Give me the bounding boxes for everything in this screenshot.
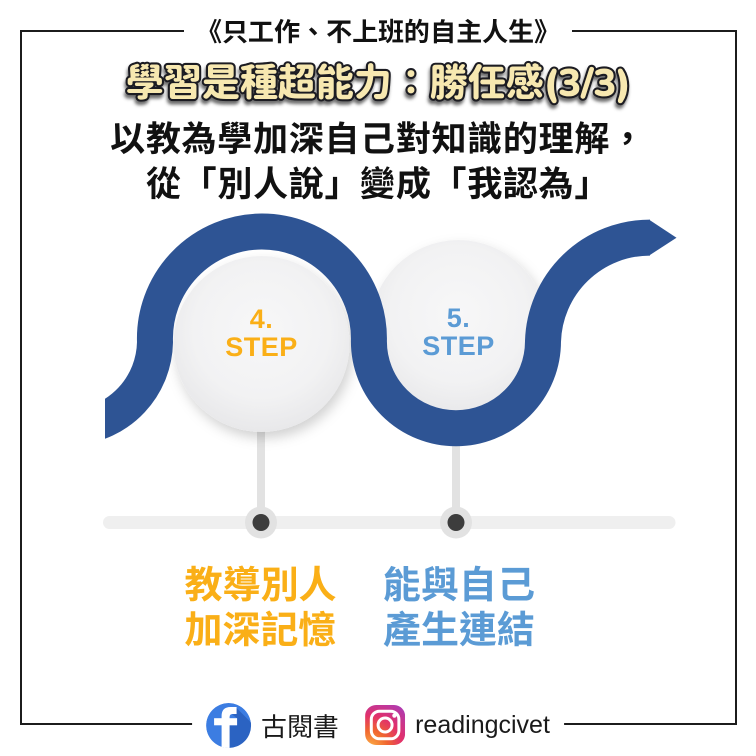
instagram-camera-outline [369,709,401,741]
instagram-lens [376,716,394,734]
timeline-node-1 [245,506,277,539]
wave-ribbon-arrow-tip [649,219,677,256]
step-1-number: 4. [249,304,274,334]
facebook-account-name: 古閱書 [261,706,340,744]
instagram-icon [365,705,406,745]
step-2-caption: 能與自己 產生連結 [349,559,569,649]
book-title-banner: 《只工作、不上班的自主人生》 [183,14,573,47]
stem-2 [452,400,460,525]
step-1-label: STEP [225,332,298,362]
facebook-f-crossbar [214,717,238,725]
facebook-f-letter [221,706,237,748]
subtitle: 以教為學加深自己對知識的理解， 從「別人說」變成「我認為」 [0,114,756,204]
facebook-icon [206,702,252,748]
timeline-node-2 [440,506,472,539]
step-2-caption-line-2: 產生連結 [382,599,535,654]
timeline-bar [103,516,676,529]
wave-ribbon [105,213,651,447]
step-1-caption-line-2: 加深記憶 [184,599,337,654]
main-title-svg: 學習是種超能力：勝任感(3/3) [123,58,633,107]
step-circle-1 [173,256,350,432]
main-title: 學習是種超能力：勝任感(3/3) [125,60,630,105]
facebook-long-shadow [229,707,252,748]
step-circle-2 [370,240,547,416]
stem-1 [257,400,265,525]
step-2-text: 5. STEP [379,304,539,360]
step-1-text: 4. STEP [182,305,342,361]
subtitle-line-2: 從「別人說」變成「我認為」 [145,156,611,207]
step-2-label: STEP [422,331,495,361]
footer: 古閱書 readingcivet [192,700,564,750]
subtitle-line-1: 以教為學加深自己對知識的理解， [110,111,646,162]
step-2-caption-line-1: 能與自己 [382,554,535,609]
step-1-caption-line-1: 教導別人 [184,554,337,609]
step-1-caption: 教導別人 加深記憶 [151,559,371,649]
instagram-flash-dot [392,713,397,718]
instagram-account-name: readingcivet [415,710,550,739]
step-2-number: 5. [446,303,471,333]
